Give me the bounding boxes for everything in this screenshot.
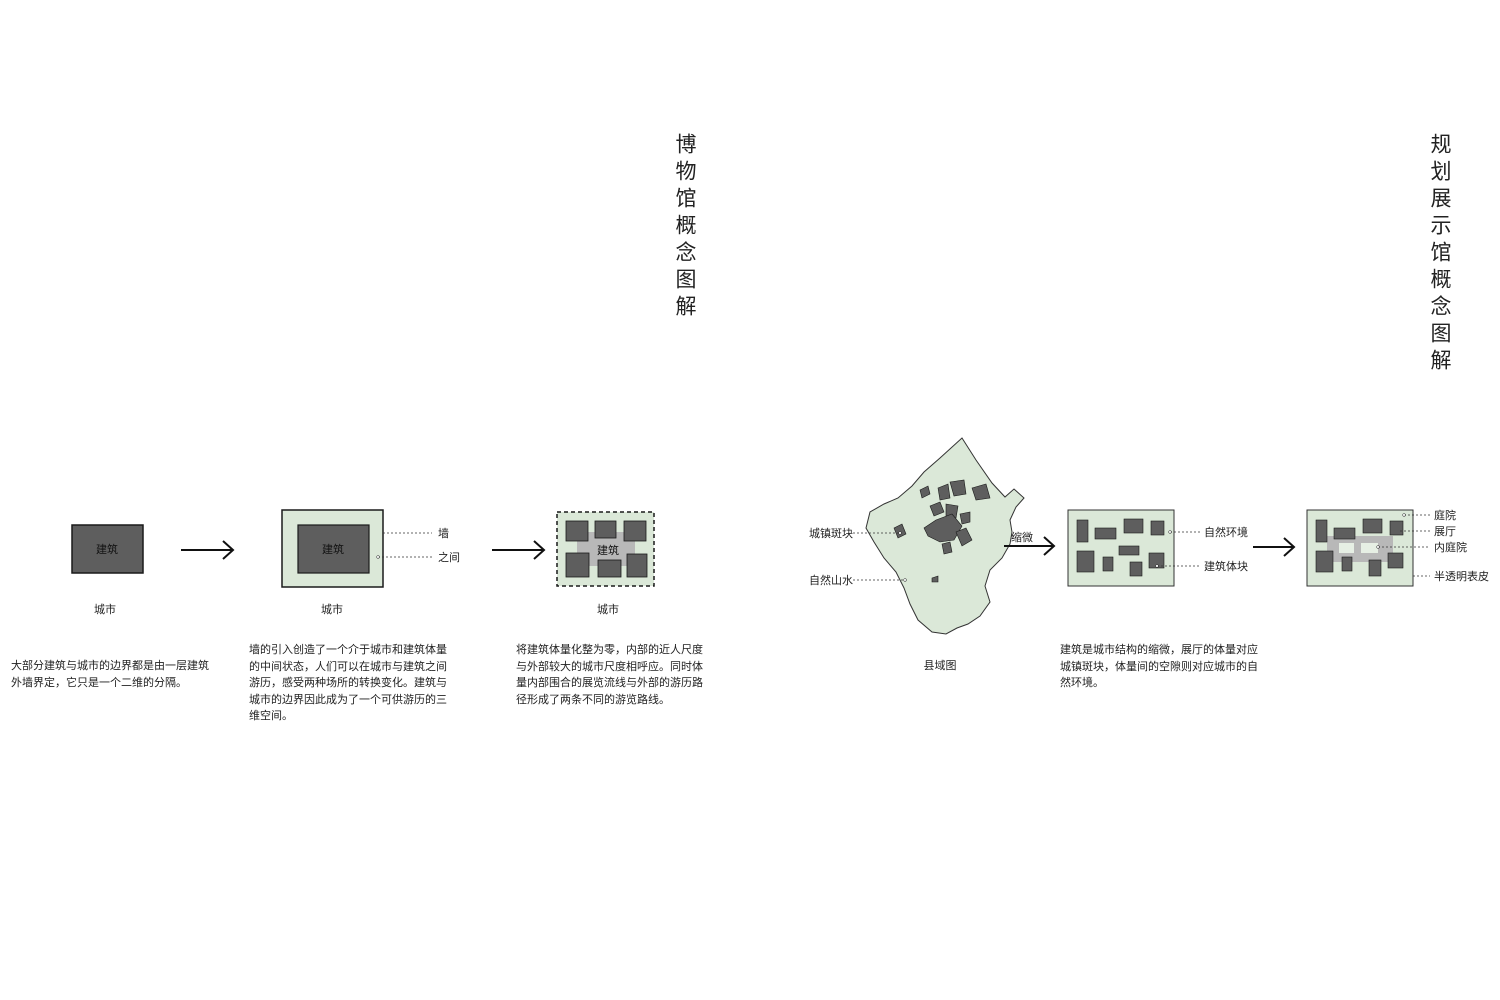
building-label: 建筑 bbox=[96, 542, 118, 556]
exhibit-halls bbox=[1315, 518, 1404, 577]
arrow-right-icon bbox=[492, 540, 546, 560]
museum-step3-text: 将建筑体量化整为零，内部的近人尺度与外部较大的城市尺度相呼应。同时体量内部围合的… bbox=[516, 643, 703, 706]
city-caption: 城市 bbox=[597, 602, 619, 616]
town-patches bbox=[893, 479, 991, 583]
inner-court-label: 内庭院 bbox=[1434, 540, 1467, 554]
hall-label: 展厅 bbox=[1434, 525, 1456, 538]
museum-step2-text: 墙的引入创造了一个介于城市和建筑体量的中间状态，人们可以在城市与建筑之间游历，感… bbox=[249, 643, 447, 722]
planning-step2-diagram: 自然环境 建筑体块 bbox=[1067, 509, 1248, 587]
small-block bbox=[597, 559, 622, 578]
inner-court bbox=[1361, 543, 1378, 553]
nature-water-label: 自然山水 bbox=[809, 573, 853, 587]
building-block bbox=[297, 524, 370, 574]
town-patches-label: 城镇斑块 bbox=[809, 526, 853, 540]
museum-step2-diagram: 建筑 墙 之间 城市 bbox=[281, 509, 460, 616]
wall-label: 墙 bbox=[438, 526, 449, 540]
environment-label: 自然环境 bbox=[1204, 525, 1248, 539]
small-block bbox=[626, 553, 648, 578]
small-block bbox=[594, 520, 617, 539]
small-block bbox=[565, 520, 589, 542]
courtyard-label: 庭院 bbox=[1434, 508, 1456, 522]
building-block bbox=[71, 524, 144, 574]
county-map: 城镇斑块 自然山水 县域图 bbox=[809, 437, 1025, 672]
gray-court bbox=[1327, 536, 1393, 562]
building-blocks bbox=[1076, 518, 1165, 577]
planning-step3-diagram: 庭院 展厅 内庭院 半透明表皮 bbox=[1306, 508, 1489, 587]
blocks-label: 建筑体块 bbox=[1204, 559, 1248, 573]
arrow-right-icon bbox=[1004, 536, 1056, 556]
building-label: 建筑 bbox=[322, 542, 344, 556]
arrow-right-icon bbox=[181, 540, 235, 560]
inner-court bbox=[1339, 543, 1354, 553]
between-label: 之间 bbox=[438, 550, 460, 564]
planning-title: 规划展示馆概念图解 bbox=[1428, 133, 1452, 376]
small-block bbox=[623, 520, 647, 542]
arrow-right-icon bbox=[1253, 537, 1296, 557]
small-block bbox=[565, 552, 590, 578]
planning-text: 建筑是城市结构的缩微，展厅的体量对应城镇斑块，体量间的空隙则对应城市的自然环境。 bbox=[1060, 643, 1258, 689]
museum-step1-text: 大部分建筑与城市的边界都是由一层建筑外墙界定，它只是一个二维的分隔。 bbox=[11, 659, 209, 689]
miniaturize-label: 缩微 bbox=[1011, 530, 1033, 544]
museum-title: 博物馆概念图解 bbox=[673, 133, 697, 322]
museum-step1-diagram: 建筑 城市 bbox=[71, 524, 144, 616]
county-map-caption: 县域图 bbox=[924, 659, 957, 672]
city-caption: 城市 bbox=[94, 602, 116, 616]
city-caption: 城市 bbox=[321, 602, 343, 616]
skin-label: 半透明表皮 bbox=[1434, 569, 1489, 583]
museum-step3-diagram: 建筑 城市 bbox=[556, 511, 655, 616]
building-label: 建筑 bbox=[597, 543, 619, 557]
